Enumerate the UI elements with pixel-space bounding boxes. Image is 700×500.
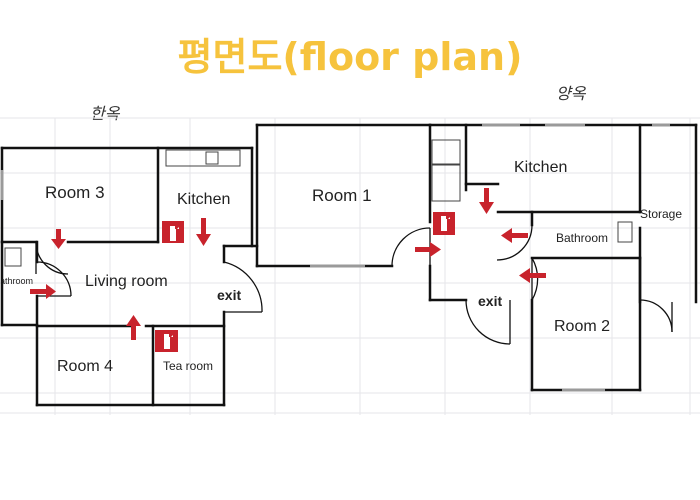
page-title: 평면도(floor plan) <box>177 35 523 79</box>
room-1-label: Room 1 <box>312 186 372 205</box>
evacuation-arrow-icon <box>30 188 546 340</box>
tea-room-label: Tea room <box>163 359 214 373</box>
room-3-label: Room 3 <box>45 183 105 202</box>
bathroom-left-clip: Bathroom <box>2 276 36 286</box>
bathroom-left-label: Bathroom <box>2 276 34 286</box>
fire-extinguisher-icon <box>162 221 184 243</box>
exit-right-label: exit <box>478 293 503 309</box>
walls <box>0 123 698 407</box>
fixtures <box>4 139 633 267</box>
fire-extinguisher-icon <box>155 330 178 352</box>
kitchen-left-label: Kitchen <box>177 191 231 208</box>
section-label-western: 양옥 <box>556 84 586 103</box>
bathroom-right-label: Bathroom <box>556 231 609 245</box>
room-2-label: Room 2 <box>554 318 611 335</box>
fire-extinguisher-icon <box>433 212 455 235</box>
windows <box>0 123 670 392</box>
door-swings <box>35 224 673 345</box>
exit-left-label: exit <box>217 287 242 303</box>
storage-label: Storage <box>640 207 683 221</box>
living-room-label: Living room <box>85 273 168 290</box>
room-4-label: Room 4 <box>57 358 114 375</box>
kitchen-right-label: Kitchen <box>514 159 568 176</box>
